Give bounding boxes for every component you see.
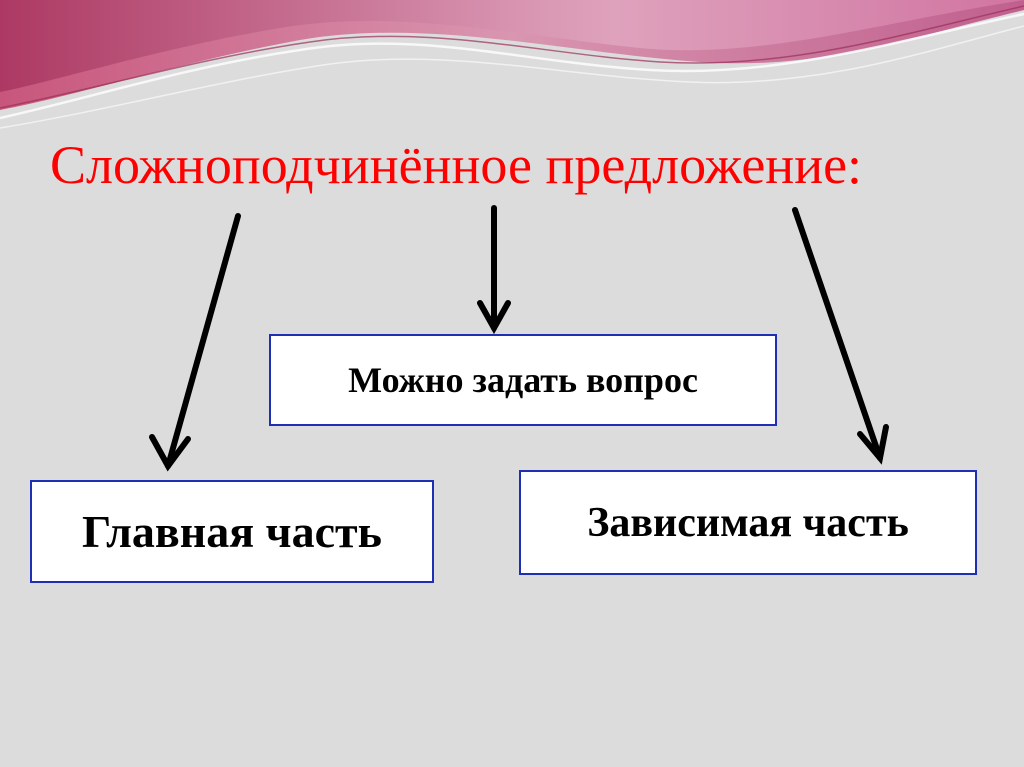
top-wave-decoration	[0, 0, 1024, 129]
arrow-to-main-part	[149, 213, 241, 472]
dependent-part-box: Зависимая часть	[519, 470, 977, 575]
slide-title: Сложноподчинённое предложение:	[50, 135, 863, 195]
main-part-box: Главная часть	[30, 480, 434, 583]
question-box: Можно задать вопрос	[269, 334, 777, 426]
main-part-label: Главная часть	[82, 506, 382, 557]
dependent-part-label: Зависимая часть	[587, 499, 909, 546]
question-box-label: Можно задать вопрос	[348, 360, 698, 400]
arrow-to-question	[477, 205, 511, 335]
arrow-to-dependent-part	[792, 207, 889, 465]
